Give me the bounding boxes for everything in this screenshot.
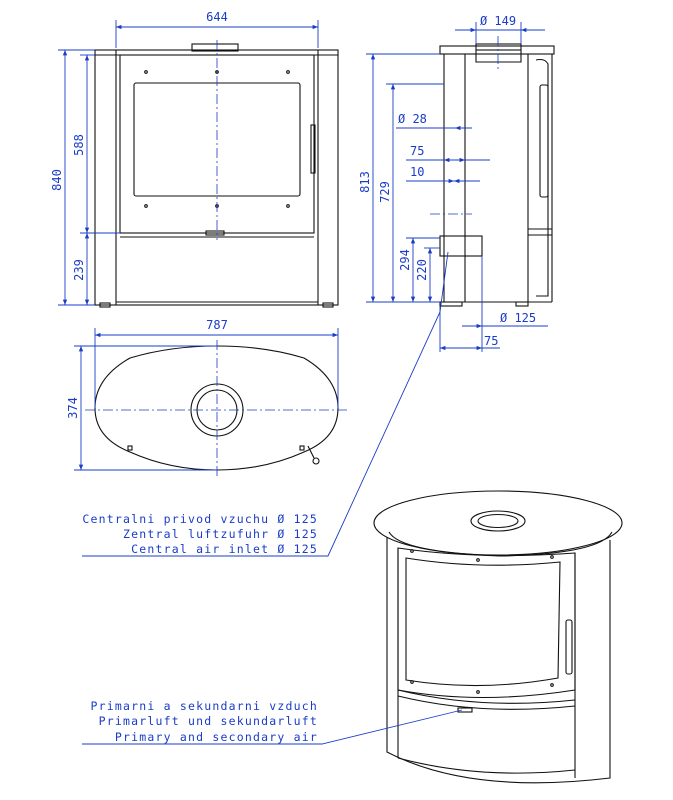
side-door-handle: [539, 84, 549, 198]
top-view: 787 374: [66, 318, 348, 476]
note-central-air-en: Central air inlet Ø 125: [131, 542, 318, 556]
dim-side-flue-diameter: Ø 149: [480, 14, 516, 28]
dim-side-height-294: 294: [398, 249, 412, 271]
note-central-air-cz: Centralni privod vzuchu Ø 125: [82, 512, 318, 526]
side-flue-outlet: [475, 43, 522, 51]
3d-flue-inner: [477, 513, 519, 529]
dim-side-height-220: 220: [415, 259, 429, 281]
dim-side-height-813: 813: [358, 171, 372, 193]
dim-front-height-lower: 239: [72, 259, 86, 281]
dim-side-75-upper: 75: [410, 144, 424, 158]
perspective-view: [373, 490, 623, 784]
3d-door-handle: [565, 619, 573, 675]
3d-door: [397, 547, 576, 699]
side-view: Ø 149 813 729 Ø 28 75 10 294 220: [358, 14, 555, 352]
front-view: 644 840 588 239: [50, 10, 339, 308]
dim-front-width: 644: [206, 10, 228, 24]
dim-top-width: 787: [206, 318, 228, 332]
dim-front-height-total: 840: [50, 169, 64, 191]
front-door-handle: [310, 124, 316, 174]
note-primary-air-en: Primary and secondary air: [115, 730, 318, 744]
callout-primary-air: Primarni a sekundarni vzduch Primarluft …: [82, 699, 463, 745]
dim-top-depth: 374: [66, 397, 80, 419]
top-outline: [94, 345, 339, 471]
note-primary-air-de: Primarluft und sekundarluft: [99, 714, 318, 728]
note-central-air-de: Zentral luftzufuhr Ø 125: [123, 527, 318, 541]
top-handle-knob: [312, 457, 320, 465]
note-primary-air-cz: Primarni a sekundarni vzduch: [91, 699, 318, 713]
front-flue-collar: [191, 43, 239, 52]
dim-side-dia-28: Ø 28: [398, 112, 427, 126]
dim-side-height-729: 729: [378, 181, 392, 203]
3d-glass: [405, 557, 561, 687]
front-body-outline: [94, 49, 339, 306]
dim-side-10: 10: [410, 165, 424, 179]
dim-side-75-lower: 75: [484, 334, 498, 348]
3d-body: [386, 530, 611, 784]
dim-side-inlet-125: Ø 125: [500, 311, 536, 325]
callout-central-air: Centralni privod vzuchu Ø 125 Zentral lu…: [82, 251, 449, 557]
dim-front-height-upper: 588: [72, 134, 86, 156]
side-air-inlet: [439, 235, 483, 257]
